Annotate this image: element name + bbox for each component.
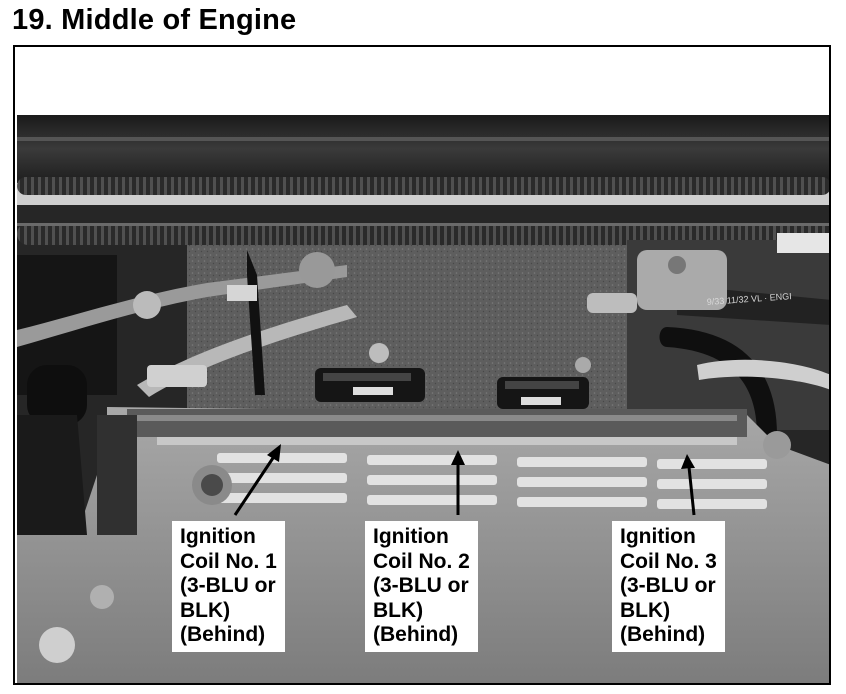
callout-ignition-coil-3: Ignition Coil No. 3 (3-BLU or BLK) (Behi…	[612, 521, 725, 652]
callout-ignition-coil-1: Ignition Coil No. 1 (3-BLU or BLK) (Behi…	[172, 521, 285, 652]
page-title: 19. Middle of Engine	[12, 4, 297, 36]
engine-photo: 9/33 11/32 VL · ENGI	[17, 115, 829, 683]
callout-ignition-coil-2: Ignition Coil No. 2 (3-BLU or BLK) (Behi…	[365, 521, 478, 652]
figure-frame: 9/33 11/32 VL · ENGI	[13, 45, 831, 685]
